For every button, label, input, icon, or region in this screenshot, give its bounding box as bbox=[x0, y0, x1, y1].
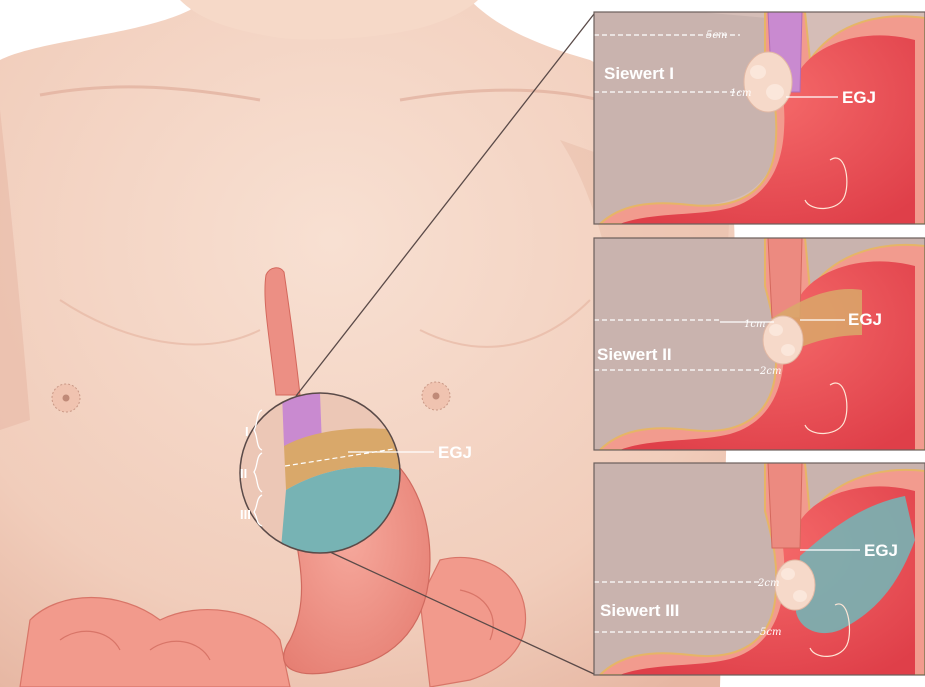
panel-siewert-I: 5cm 1cm Siewert I EGJ bbox=[594, 12, 925, 224]
egj-label: EGJ bbox=[438, 443, 472, 462]
panel3-egj-label: EGJ bbox=[864, 541, 898, 560]
panel2-egj-label: EGJ bbox=[848, 310, 882, 329]
panel1-upper-mark: 5cm bbox=[706, 30, 727, 41]
panel3-title: Siewert III bbox=[600, 601, 679, 620]
zone-label-III: III bbox=[240, 507, 251, 522]
panel1-title: Siewert I bbox=[604, 64, 674, 83]
panel2-title: Siewert II bbox=[597, 345, 672, 364]
panel2-lower-mark: 2cm bbox=[759, 366, 781, 377]
panel2-upper-mark: 1cm bbox=[744, 319, 765, 330]
panel1-lower-mark: 1cm bbox=[730, 88, 751, 99]
panel1-egj-label: EGJ bbox=[842, 88, 876, 107]
panel3-lower-mark: 5cm bbox=[760, 627, 781, 638]
zone-label-I: I bbox=[245, 424, 249, 439]
panel-siewert-III: 2cm 5cm Siewert III EGJ bbox=[594, 463, 925, 675]
panel-siewert-II: 1cm 2cm Siewert II EGJ bbox=[594, 238, 925, 450]
panel3-upper-mark: 2cm bbox=[757, 578, 779, 589]
zone-label-II: II bbox=[240, 466, 247, 481]
